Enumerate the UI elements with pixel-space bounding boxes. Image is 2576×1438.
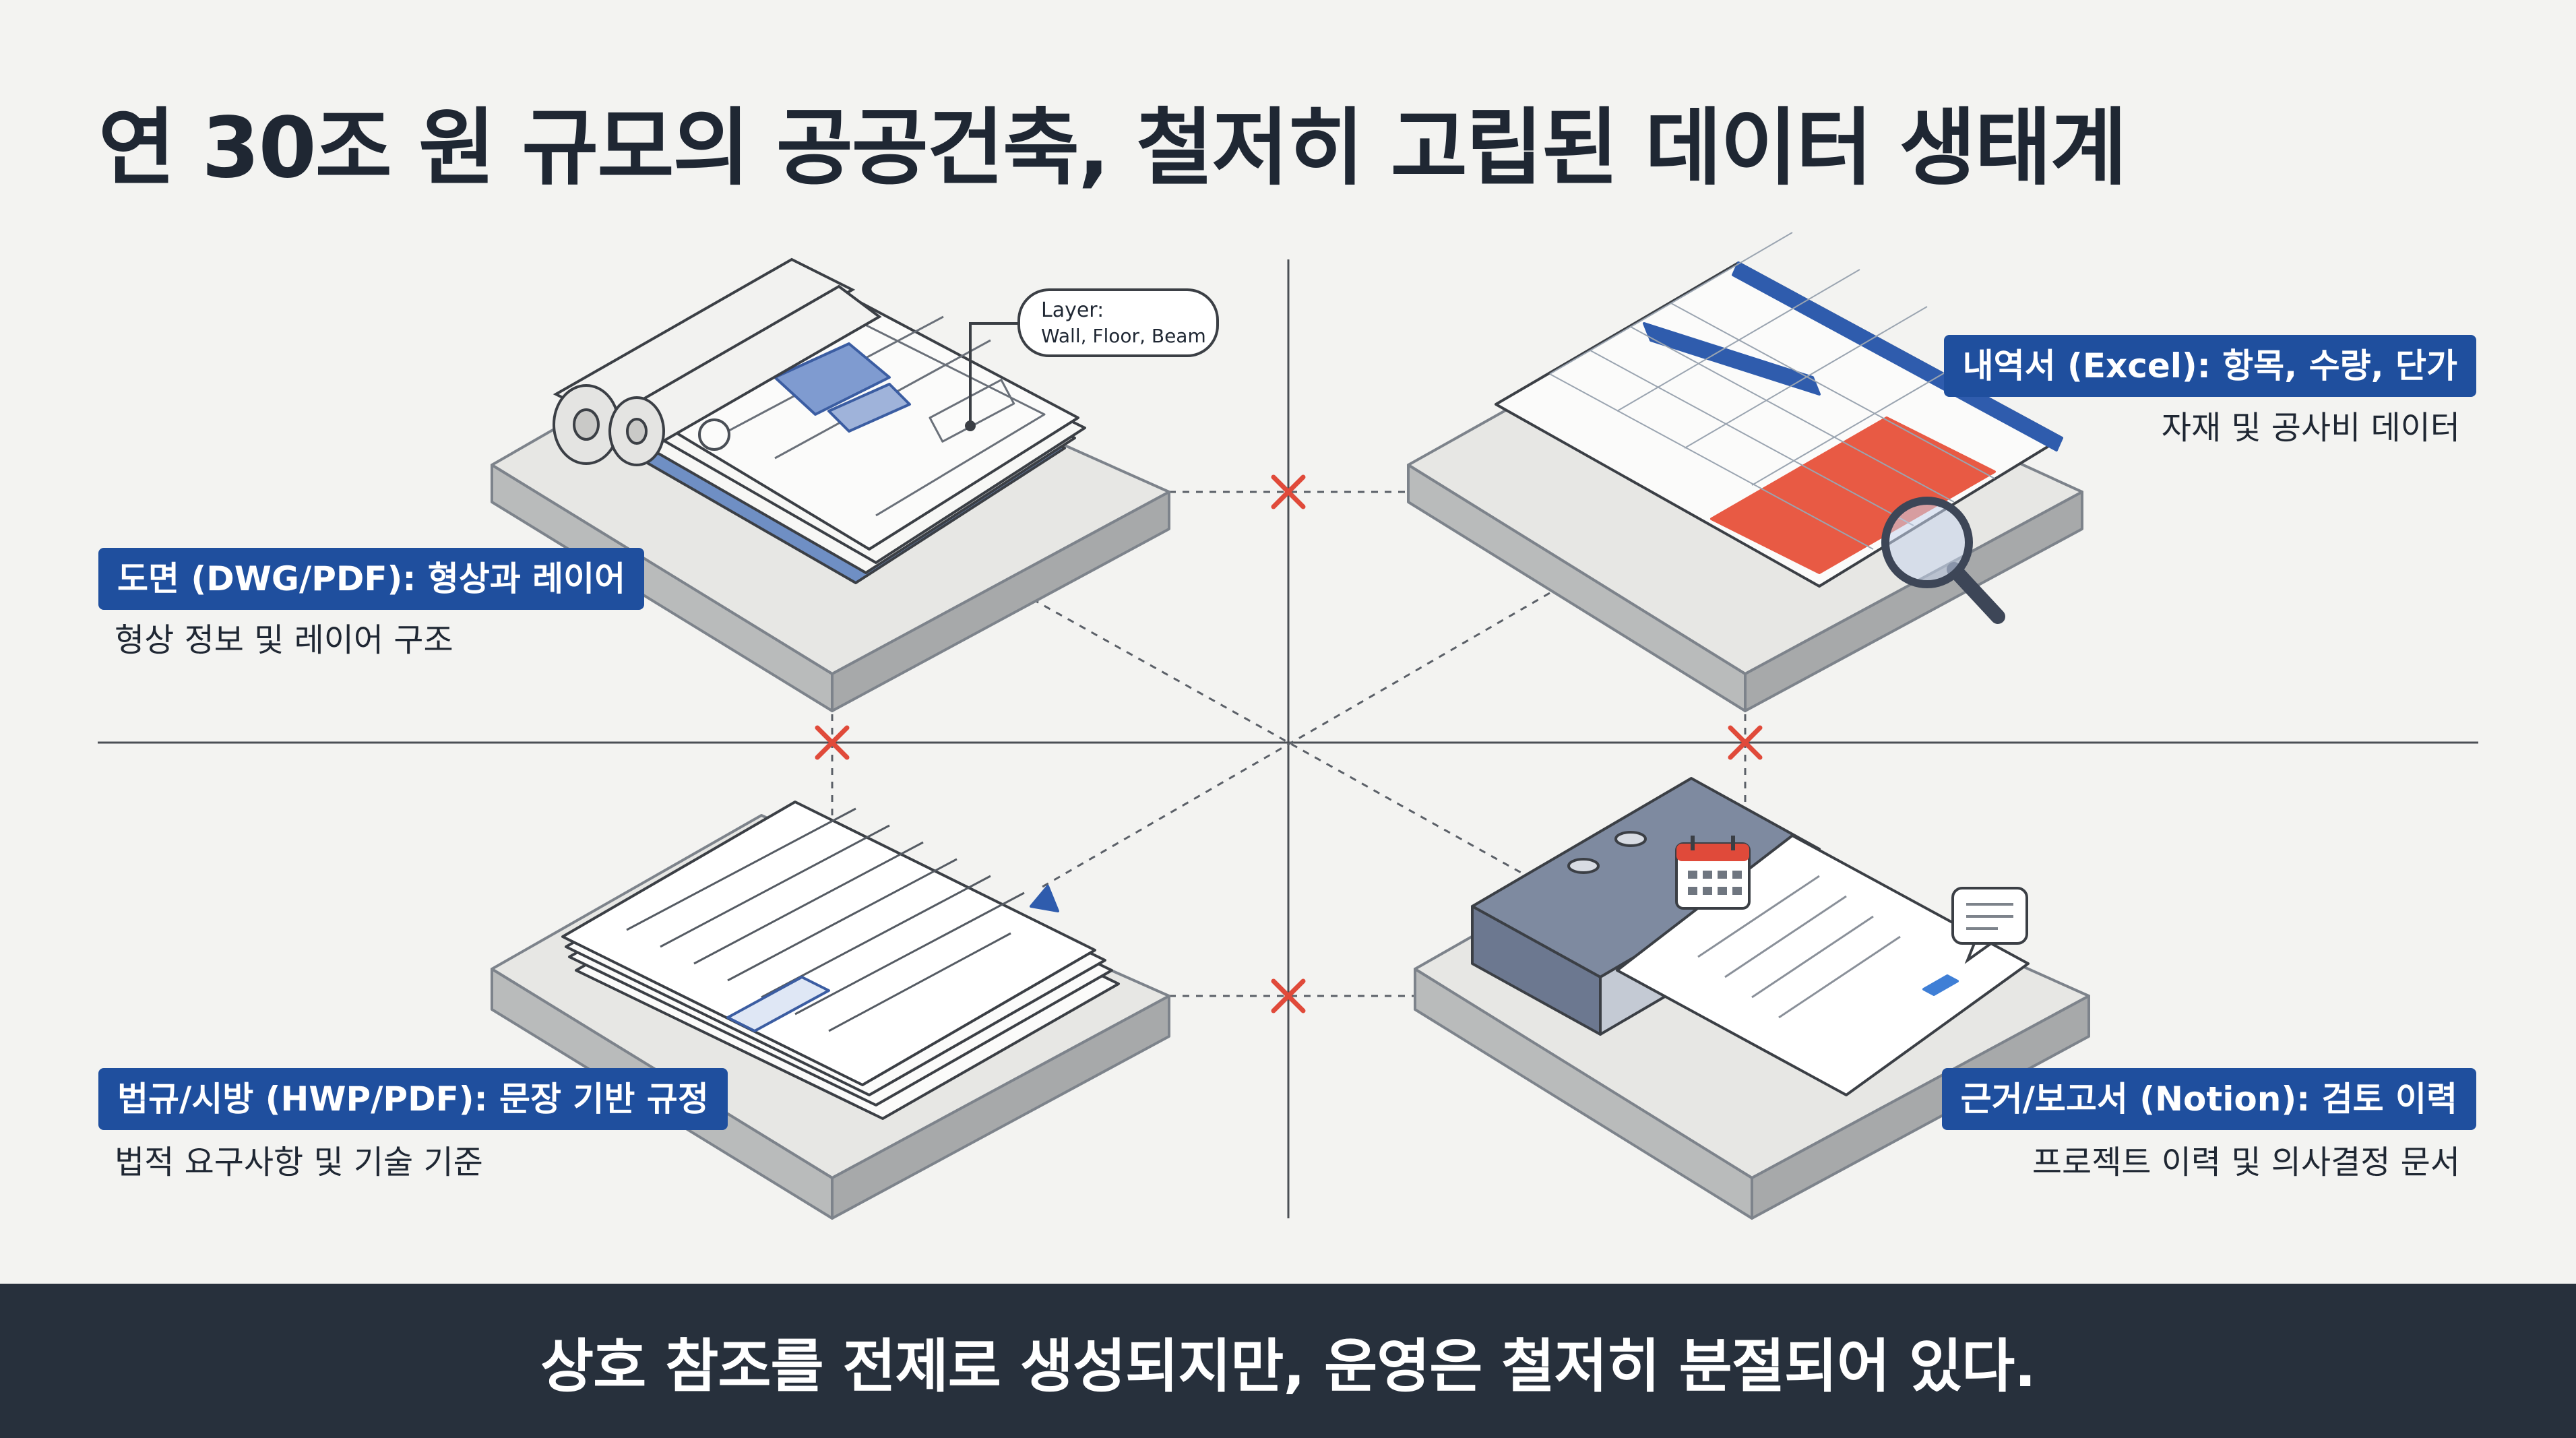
drawing-rolls [553, 257, 882, 466]
page-title: 연 30조 원 규모의 공공건축, 철저히 고립된 데이터 생태계 [98, 100, 2127, 197]
regulation-desc: 법적 요구사항 및 기술 기준 [115, 1144, 483, 1181]
regulation-documents [561, 801, 1120, 1120]
footer-banner: 상호 참조를 전제로 생성되지만, 운영은 철저히 분절되어 있다. [0, 1284, 2576, 1438]
notion-desc: 프로젝트 이력 및 의사결정 문서 [2032, 1144, 2460, 1181]
excel-desc: 자재 및 공사비 데이터 [2161, 409, 2460, 447]
callout-line2: Wall, Floor, Beam [1041, 325, 1206, 347]
magnifier-icon [1881, 497, 2005, 624]
drawing-tag: 도면 (DWG/PDF): 형상과 레이어 [98, 548, 645, 610]
calendar-icon [1675, 836, 1751, 910]
excel-tag: 내역서 (Excel): 항목, 수량, 단가 [1943, 335, 2476, 397]
drawing-desc: 형상 정보 및 레이어 구조 [115, 621, 453, 659]
notion-tag: 근거/보고서 (Notion): 검토 이력 [1941, 1068, 2476, 1130]
quadrant-axes [98, 259, 2478, 1218]
comment-icon [1951, 887, 2028, 964]
break-x-icon [815, 474, 1763, 1013]
footer-text: 상호 참조를 전제로 생성되지만, 운영은 철저히 분절되어 있다. [540, 1333, 2036, 1400]
layer-callout: Layer: Wall, Floor, Beam [965, 288, 1219, 431]
regulation-tag: 법규/시방 (HWP/PDF): 문장 기반 규정 [98, 1068, 728, 1130]
callout-line1: Layer: [1041, 299, 1104, 322]
